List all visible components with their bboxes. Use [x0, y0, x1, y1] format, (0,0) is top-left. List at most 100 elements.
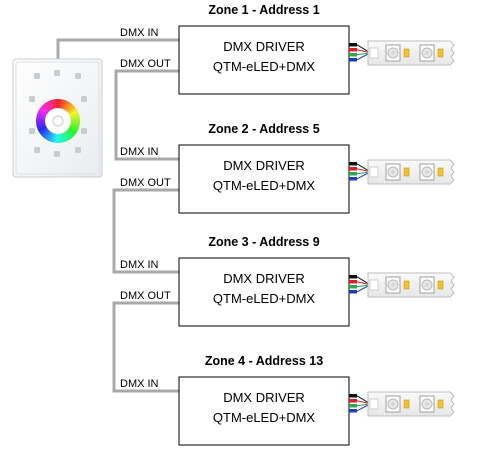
output-wire-lead [356, 276, 370, 285]
output-wire-lead [356, 168, 370, 172]
led-strip [367, 40, 455, 66]
color-wheel-segment [62, 132, 69, 142]
color-wheel-segment [47, 100, 54, 110]
zone-title: Zone 2 - Address 5 [208, 122, 319, 136]
color-wheel-segment [67, 105, 76, 114]
color-wheel-segment [68, 127, 78, 135]
output-wire [349, 280, 357, 284]
dmx-in-label: DMX IN [120, 27, 159, 39]
color-wheel-segment [54, 133, 58, 143]
driver-model: QTM-eLED+DMX [213, 410, 316, 425]
color-wheel-segment [49, 99, 55, 109]
dmx-driver-box [178, 25, 350, 95]
color-wheel-segment [65, 130, 74, 139]
color-wheel-segment [44, 131, 52, 141]
controller-button-icon-10 [75, 147, 81, 153]
driver-name: DMX DRIVER [223, 271, 305, 286]
color-wheel-segment [69, 124, 80, 130]
controller-button-icon-3 [75, 73, 81, 79]
dmx-cable-layer [56, 38, 179, 393]
output-wire [349, 275, 357, 279]
color-wheel-segment [36, 117, 46, 121]
dmx-in-label: DMX IN [120, 378, 159, 390]
color-wheel-segment [69, 110, 79, 117]
output-wire [349, 404, 357, 408]
color-wheel-segment [44, 101, 52, 111]
color-wheel-segment [70, 112, 80, 118]
resistor [403, 48, 410, 58]
led-die [391, 51, 395, 55]
led-die [391, 402, 395, 406]
led-strip [367, 391, 455, 417]
led-die [425, 170, 429, 174]
led-die [425, 283, 429, 287]
color-wheel-segment [61, 133, 67, 143]
output-wire [349, 48, 357, 52]
color-wheel-segment [70, 115, 80, 120]
output-wire-lead [356, 400, 370, 404]
color-wheel-segment [64, 131, 72, 141]
color-wheel-segment [70, 118, 80, 122]
output-wire [349, 167, 357, 171]
led-strip [367, 272, 455, 298]
color-wheel-segment [36, 115, 46, 120]
output-wire [349, 409, 357, 413]
output-wire [349, 162, 357, 166]
color-wheel-segment [69, 125, 79, 133]
dmx-out-label: DMX OUT [120, 177, 171, 189]
zone-2: Zone 2 - Address 5 DMX DRIVER QTM-eLED+DMX… [120, 122, 455, 214]
controller-panel-bezel [15, 61, 100, 175]
color-wheel-segment [37, 109, 47, 117]
cable-controller-to-zone-1 [56, 38, 179, 62]
color-wheel-segment [68, 107, 78, 115]
output-wire-lead [356, 171, 370, 175]
resistor [403, 280, 410, 290]
color-wheel-segment [38, 127, 48, 135]
output-wire [349, 172, 357, 176]
color-wheel-segment [59, 99, 64, 109]
color-wheel-segment [70, 121, 80, 125]
color-wheel-segment [36, 112, 47, 118]
output-wire [349, 285, 357, 289]
output-wire-lead [356, 395, 370, 404]
color-wheel-segment [57, 133, 61, 143]
output-wire-lead [356, 404, 370, 412]
color-wheel-segment [40, 105, 49, 114]
output-wire-lead [356, 285, 370, 293]
controller-button-icon-4 [29, 96, 35, 102]
color-wheel-segment [42, 130, 51, 139]
driver-model: QTM-eLED+DMX [213, 291, 316, 306]
output-wire [349, 43, 357, 47]
resistor [437, 167, 444, 177]
output-wire-lead [356, 53, 370, 61]
controller-button-icon-5 [81, 96, 87, 102]
controller-button-icon-7 [81, 128, 87, 134]
cable-zone-3-to-zone-4 [112, 301, 179, 393]
output-wire-lead [356, 172, 370, 180]
output-wire [349, 394, 357, 398]
solder-pad [369, 279, 379, 291]
color-wheel-segment [36, 120, 46, 124]
resistor [403, 167, 410, 177]
output-wire-lead [356, 52, 370, 56]
output-wire-lead [356, 49, 370, 53]
driver-name: DMX DRIVER [223, 158, 305, 173]
led-die [425, 402, 429, 406]
resistor [437, 48, 444, 58]
driver-model: QTM-eLED+DMX [213, 178, 316, 193]
color-wheel-segment [52, 133, 57, 143]
zone-title: Zone 1 - Address 1 [208, 3, 319, 17]
output-wire-lead [356, 403, 370, 407]
resistor [403, 399, 410, 409]
resistor [437, 399, 444, 409]
output-wire-lead [356, 163, 370, 172]
led-die [391, 283, 395, 287]
output-wire-lead [356, 284, 370, 288]
color-wheel-segment [36, 122, 46, 127]
color-wheel-segment [61, 99, 67, 110]
output-wire-lead [356, 44, 370, 53]
